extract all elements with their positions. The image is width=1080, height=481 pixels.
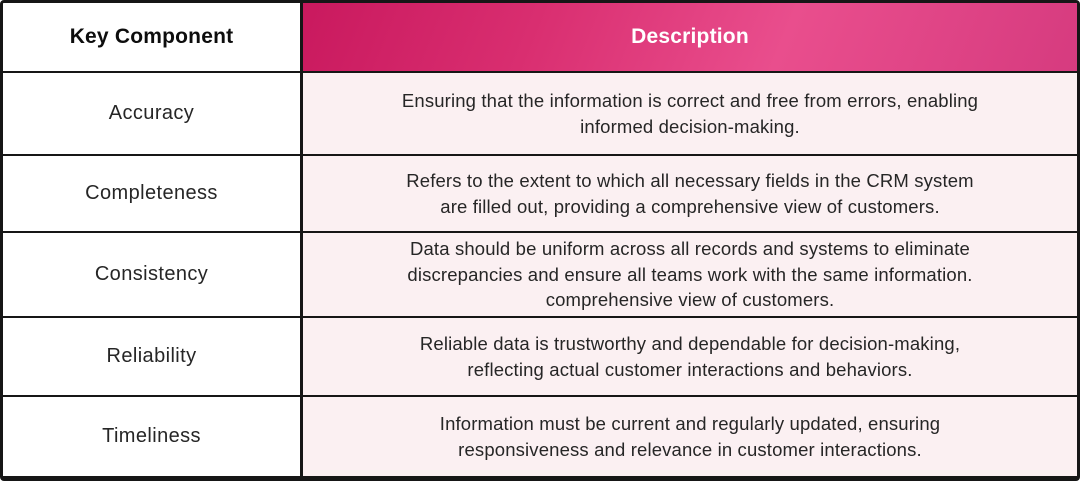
description-line: Reliable data is trustworthy and dependa… (419, 332, 961, 354)
component-cell-timeliness: Timeliness (3, 397, 303, 476)
component-label: Timeliness (102, 425, 201, 447)
column-header-description: Description (303, 3, 1077, 73)
description-line: Refers to the extent to which all necess… (406, 169, 974, 191)
component-label: Reliability (106, 345, 197, 367)
component-label: Consistency (94, 263, 209, 285)
component-cell-consistency: Consistency (3, 233, 303, 318)
component-cell-accuracy: Accuracy (3, 73, 303, 156)
description-line: reflecting actual customer interactions … (467, 358, 913, 380)
description-line: Ensuring that the information is correct… (401, 89, 979, 111)
description-line: responsiveness and relevance in customer… (458, 438, 922, 460)
description-line: are filled out, providing a comprehensiv… (440, 195, 940, 217)
description-cell-consistency: Data should be uniform across all record… (303, 233, 1077, 318)
component-cell-reliability: Reliability (3, 318, 303, 397)
description-cell-completeness: Refers to the extent to which all necess… (303, 156, 1077, 233)
column-header-key-component: Key Component (3, 3, 303, 73)
description-cell-accuracy: Ensuring that the information is correct… (303, 73, 1077, 156)
description-line: informed decision-making. (580, 115, 800, 137)
description-line: Information must be current and regularl… (439, 412, 941, 434)
description-line: comprehensive view of customers. (545, 289, 835, 311)
description-line: Data should be uniform across all record… (409, 238, 970, 260)
component-cell-completeness: Completeness (3, 156, 303, 233)
description-cell-timeliness: Information must be current and regularl… (303, 397, 1077, 476)
column-header-description-label: Description (631, 25, 749, 48)
description-cell-reliability: Reliable data is trustworthy and dependa… (303, 318, 1077, 397)
column-header-key-component-label: Key Component (69, 25, 234, 48)
component-label: Completeness (85, 182, 218, 204)
description-line: discrepancies and ensure all teams work … (407, 263, 973, 285)
component-label: Accuracy (108, 102, 195, 124)
